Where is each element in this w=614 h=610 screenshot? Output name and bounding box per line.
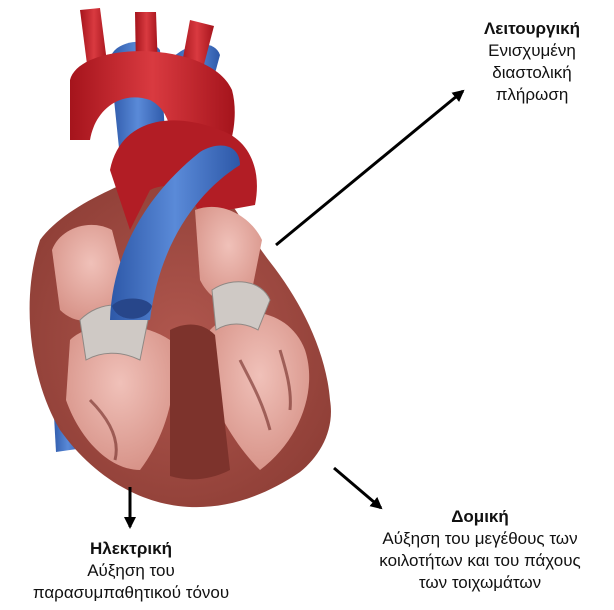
label-structural-line-3: των τοιχωμάτων bbox=[352, 572, 608, 594]
label-structural-title: Δομική bbox=[352, 506, 608, 528]
label-functional-line-1: Ενισχυμένη bbox=[462, 40, 602, 62]
label-electrical-line-2: παρασυμπαθητικού τόνου bbox=[0, 582, 262, 604]
label-functional-line-3: πλήρωση bbox=[462, 84, 602, 106]
label-functional: Λειτουργική Ενισχυμένη διαστολική πλήρωσ… bbox=[462, 18, 602, 106]
label-electrical-title: Ηλεκτρική bbox=[0, 538, 262, 560]
label-functional-title: Λειτουργική bbox=[462, 18, 602, 40]
label-electrical: Ηλεκτρική Αύξηση του παρασυμπαθητικού τό… bbox=[0, 538, 262, 604]
label-electrical-line-1: Αύξηση του bbox=[0, 560, 262, 582]
label-structural: Δομική Αύξηση του μεγέθους των κοιλοτήτω… bbox=[352, 506, 608, 594]
label-structural-line-2: κοιλοτήτων και του πάχους bbox=[352, 550, 608, 572]
arrow-structural bbox=[334, 468, 381, 508]
heart-illustration bbox=[30, 8, 331, 507]
label-functional-line-2: διαστολική bbox=[462, 62, 602, 84]
label-structural-line-1: Αύξηση του μεγέθους των bbox=[352, 528, 608, 550]
arrow-functional bbox=[276, 91, 463, 245]
mitral-valve bbox=[212, 282, 270, 330]
